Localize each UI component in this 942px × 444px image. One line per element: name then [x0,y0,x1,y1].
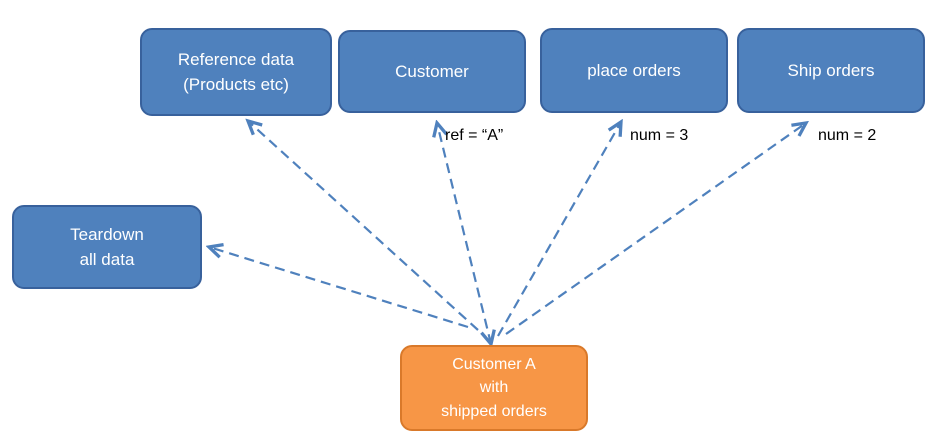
node-reference-data: Reference data (Products etc) [140,28,332,116]
node-teardown-label-line1: Teardown [70,224,144,244]
node-place-orders-label: place orders [587,60,681,80]
node-customer-a: Customer A with shipped orders [400,345,588,431]
edge-label-place-orders-num: num = 3 [630,127,689,144]
node-place-orders: place orders [540,28,728,113]
node-customer-a-label-line2: with [479,379,509,397]
node-customer-a-label-line3: shipped orders [441,402,547,420]
node-customer: Customer [338,30,526,113]
node-customer-a-label-line1: Customer A [452,356,536,374]
edge-to-customer [437,123,491,344]
node-reference-data-label-line1: Reference data [177,49,295,69]
edge-to-place-orders [497,122,621,337]
node-customer-label: Customer [395,61,469,81]
node-reference-data-label-line2: (Products etc) [183,75,289,94]
edge-label-customer-ref: ref = “A” [445,127,504,144]
node-ship-orders-label: Ship orders [787,60,875,80]
node-teardown-label-line2: all data [79,250,135,269]
edge-label-ship-orders-num: num = 2 [818,127,877,144]
node-ship-orders: Ship orders [737,28,925,113]
edge-to-ship-orders [505,123,806,335]
edge-to-reference-data [248,121,479,331]
edge-to-teardown [209,247,469,329]
node-teardown: Teardown all data [12,205,202,289]
